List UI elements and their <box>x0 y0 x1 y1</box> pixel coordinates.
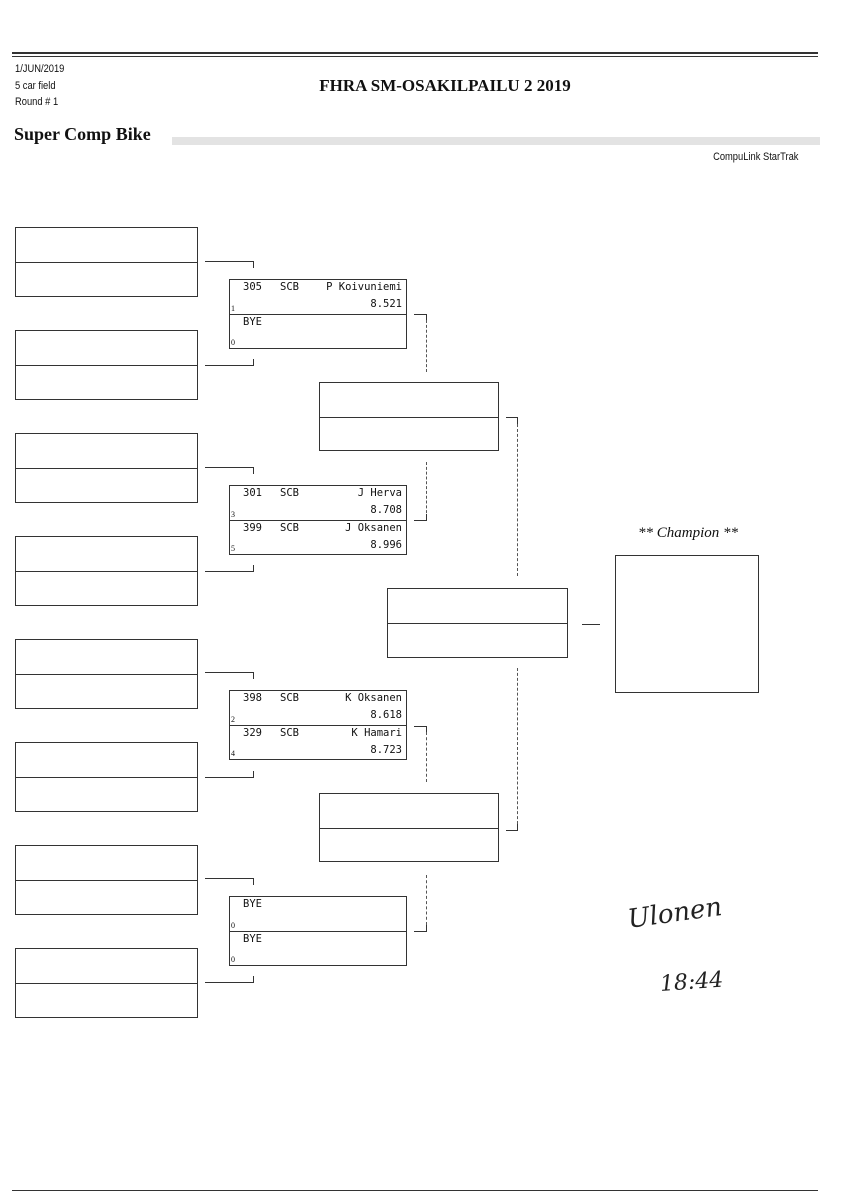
lane-bottom: 329 SCB K Hamari 8.723 4 <box>230 725 406 759</box>
connector <box>506 417 518 424</box>
dashed-connector <box>426 875 427 925</box>
car-number: 329 <box>243 727 262 739</box>
pairing-1: 305 SCB P Koivuniemi 8.521 1 BYE 0 <box>229 279 407 349</box>
seed: 3 <box>231 510 235 519</box>
car-class: SCB <box>280 522 299 534</box>
empty-slot <box>15 639 198 709</box>
final-slot <box>387 588 568 658</box>
car-number: BYE <box>243 933 262 945</box>
connector <box>414 925 427 932</box>
lane-bottom: 399 SCB J Oksanen 8.996 5 <box>230 520 406 554</box>
seed: 5 <box>231 544 235 553</box>
racer-name: J Herva <box>357 487 402 499</box>
seed: 0 <box>231 921 235 930</box>
empty-slot <box>15 536 198 606</box>
top-rule-thin <box>12 56 818 57</box>
racer-name: J Oksanen <box>345 522 402 534</box>
lane-top: 398 SCB K Oksanen 8.618 2 <box>230 691 406 725</box>
car-class: SCB <box>280 281 299 293</box>
class-name: Super Comp Bike <box>14 124 151 144</box>
top-rule <box>12 52 818 54</box>
lane-bottom: BYE 0 <box>230 314 406 348</box>
lane-bottom: BYE 0 <box>230 931 406 965</box>
car-class: SCB <box>280 727 299 739</box>
empty-slot <box>15 948 198 1018</box>
empty-slot <box>15 742 198 812</box>
empty-slot <box>15 330 198 400</box>
lane-top: 301 SCB J Herva 8.708 3 <box>230 486 406 520</box>
bottom-rule <box>12 1190 818 1191</box>
racer-name: P Koivuniemi <box>326 281 402 293</box>
connector <box>414 514 427 521</box>
champion-box <box>615 555 759 693</box>
connector <box>205 565 254 572</box>
lane-top: 305 SCB P Koivuniemi 8.521 1 <box>230 280 406 314</box>
elapsed-time: 8.521 <box>370 298 402 310</box>
champion-label: ** Champion ** <box>637 525 738 541</box>
dashed-connector <box>517 668 518 824</box>
lane-top: BYE 0 <box>230 897 406 931</box>
handwritten-signature: Ulonen <box>625 891 724 935</box>
seed: 0 <box>231 338 235 347</box>
semifinal-slot-1 <box>319 382 499 451</box>
seed: 4 <box>231 749 235 758</box>
connector <box>205 359 254 366</box>
seed: 1 <box>231 304 235 313</box>
connector <box>205 976 254 983</box>
elapsed-time: 8.723 <box>370 744 402 756</box>
car-number: 399 <box>243 522 262 534</box>
dotted-bar <box>172 137 820 145</box>
car-number: BYE <box>243 898 262 910</box>
racer-name: K Oksanen <box>345 692 402 704</box>
connector <box>506 824 518 831</box>
racer-name: K Hamari <box>351 727 402 739</box>
car-number: BYE <box>243 316 262 328</box>
event-date: 1/JUN/2019 <box>15 63 65 75</box>
elapsed-time: 8.996 <box>370 539 402 551</box>
handwritten-time: 18:44 <box>659 967 725 997</box>
empty-slot <box>15 845 198 915</box>
connector <box>414 726 427 733</box>
connector <box>205 878 254 885</box>
car-number: 305 <box>243 281 262 293</box>
connector <box>205 771 254 778</box>
semifinal-slot-2 <box>319 793 499 862</box>
dashed-connector <box>426 462 427 518</box>
empty-slot <box>15 433 198 503</box>
car-number: 301 <box>243 487 262 499</box>
field-size: 5 car field <box>15 80 56 92</box>
seed: 0 <box>231 955 235 964</box>
pairing-4: BYE 0 BYE 0 <box>229 896 407 966</box>
elapsed-time: 8.618 <box>370 709 402 721</box>
dashed-connector <box>426 320 427 372</box>
software-name: CompuLink StarTrak <box>712 151 798 163</box>
event-title: FHRA SM-OSAKILPAILU 2 2019 <box>319 76 571 95</box>
seed: 2 <box>231 715 235 724</box>
round-number: Round # 1 <box>15 96 59 108</box>
car-class: SCB <box>280 487 299 499</box>
connector <box>205 672 254 679</box>
dashed-connector <box>517 424 518 576</box>
dashed-connector <box>426 732 427 782</box>
connector <box>205 467 254 474</box>
connector <box>414 314 427 321</box>
car-class: SCB <box>280 692 299 704</box>
elapsed-time: 8.708 <box>370 504 402 516</box>
empty-slot <box>15 227 198 297</box>
car-number: 398 <box>243 692 262 704</box>
connector <box>582 624 600 625</box>
connector <box>205 261 254 268</box>
